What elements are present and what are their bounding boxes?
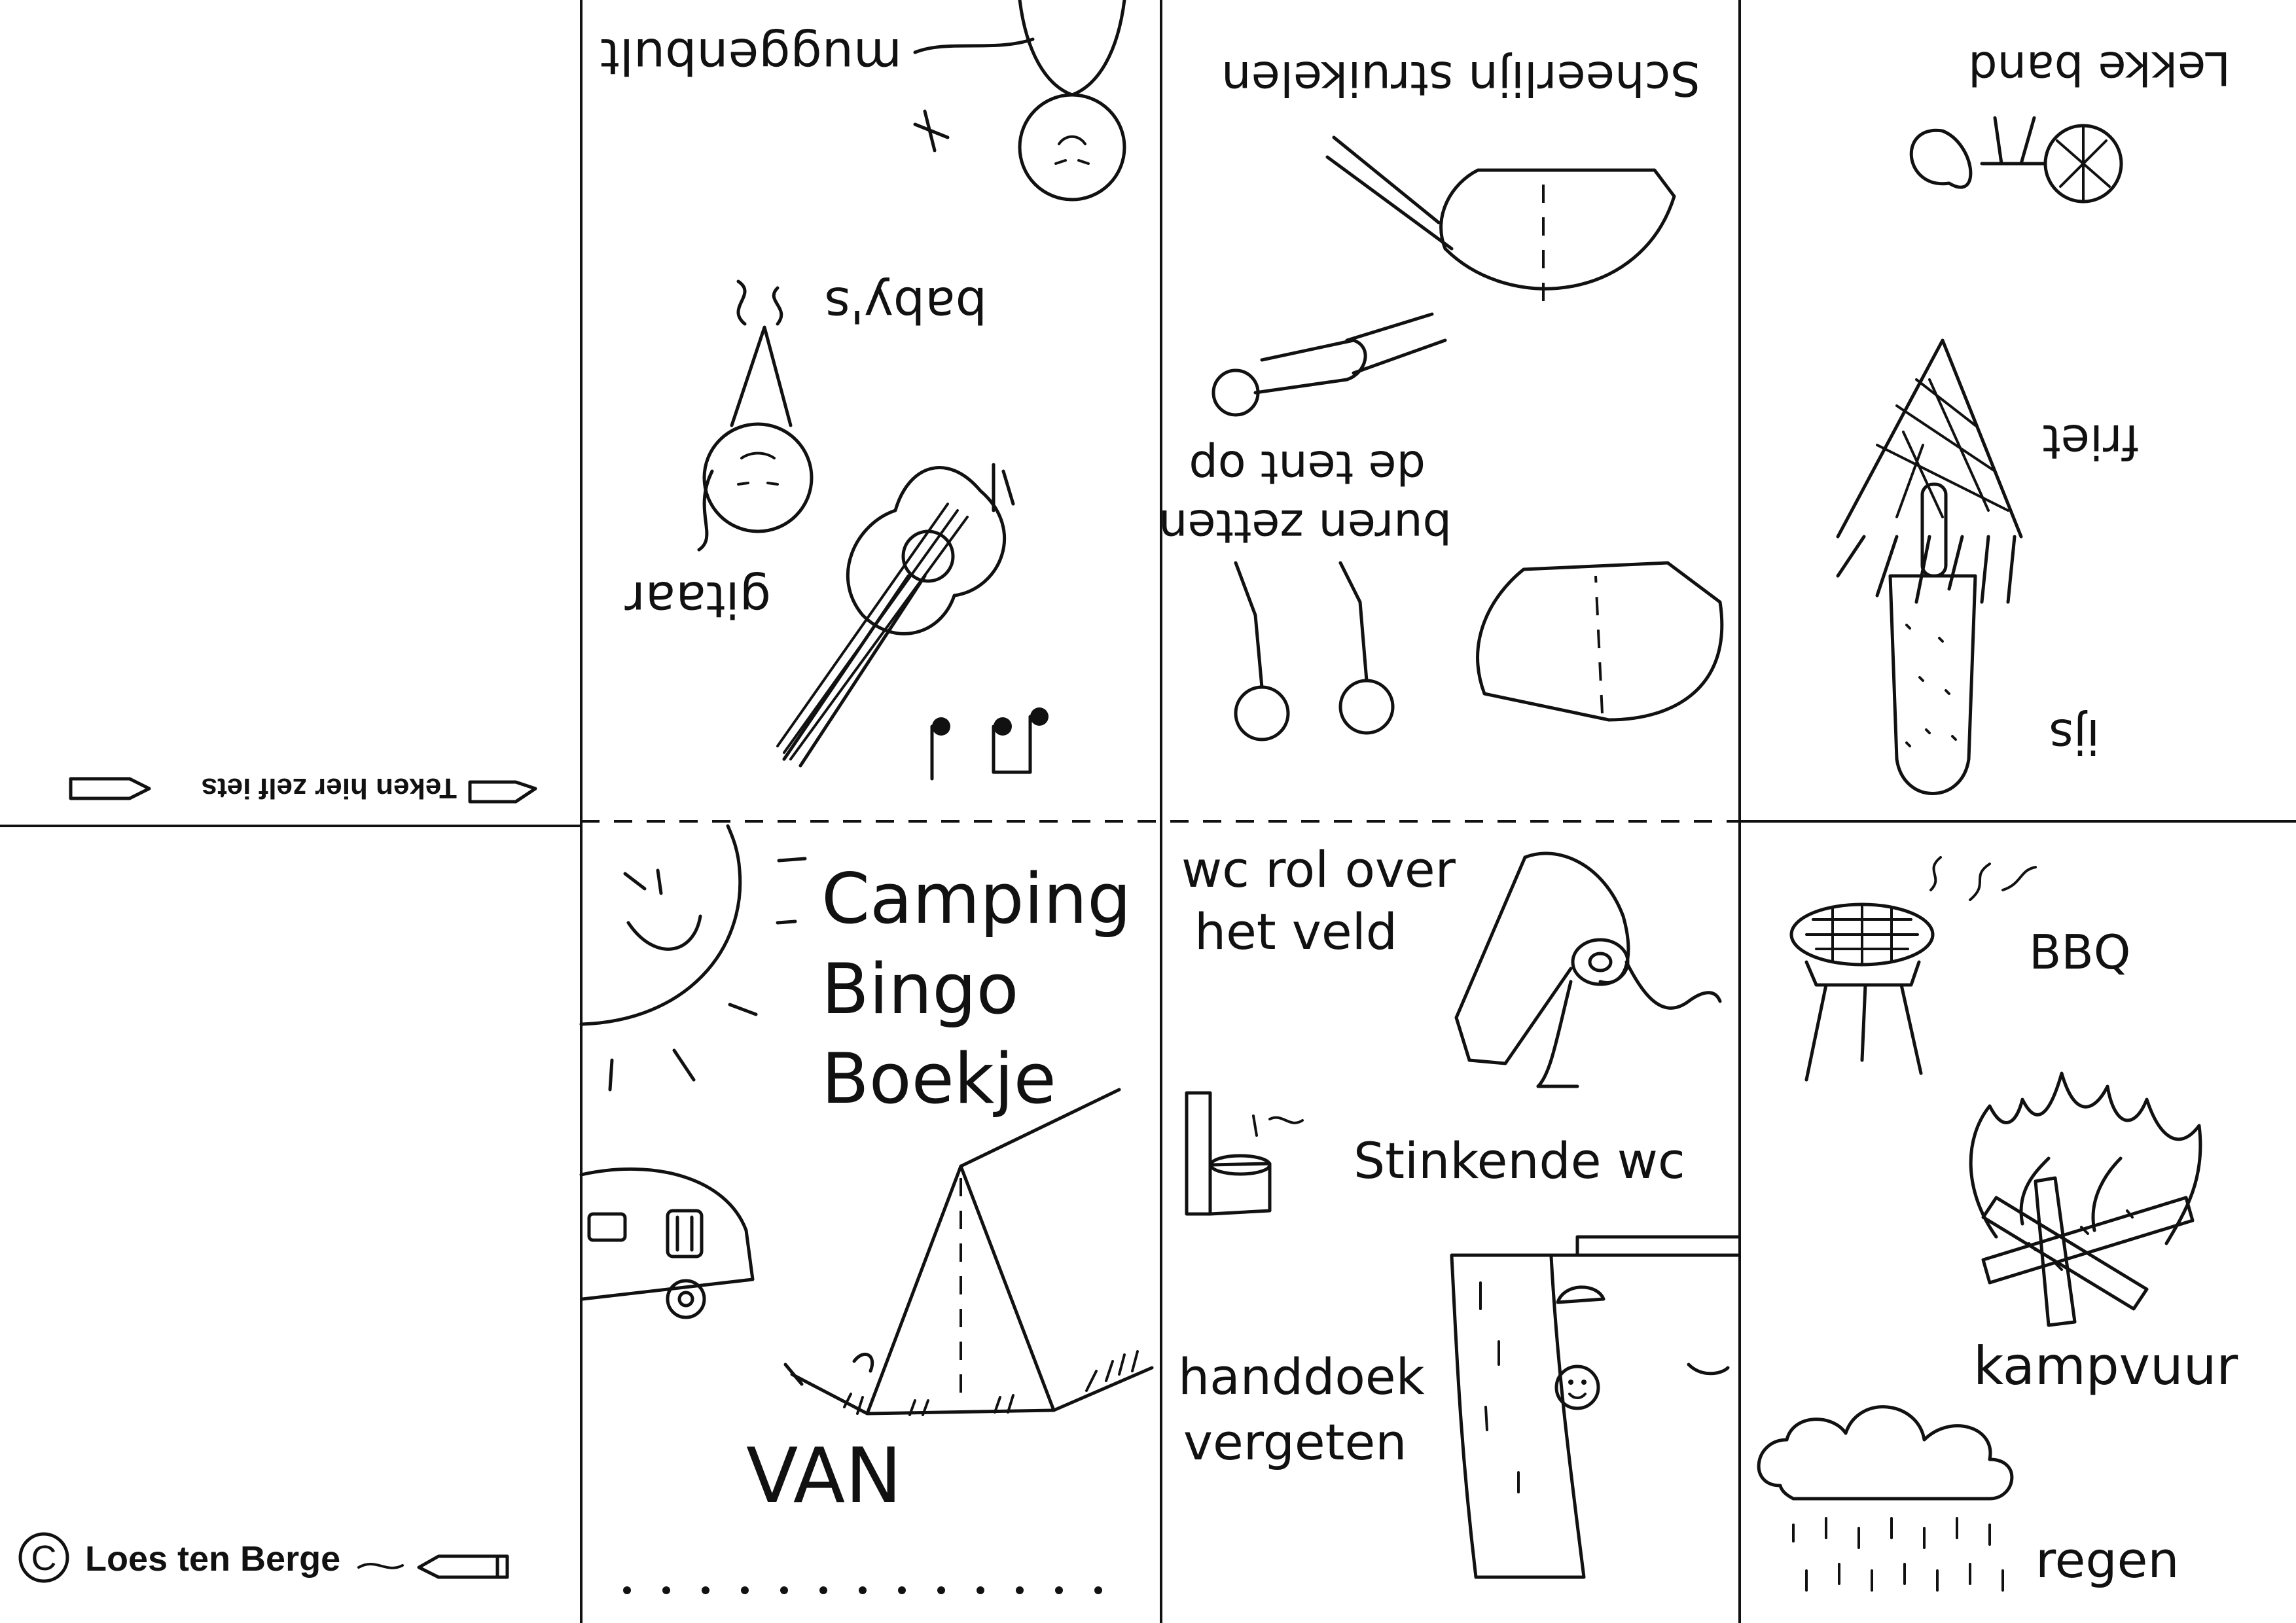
stinky-wc-label: Stinkende wc <box>1354 1132 1685 1190</box>
copyright-circle <box>18 1532 69 1583</box>
panel-rain: regen <box>1757 1405 2179 1592</box>
pencil-icon-left <box>69 777 151 800</box>
panel-towel: handdoek vergeten <box>1178 1235 1740 1579</box>
caravan-illustration <box>579 1167 755 1319</box>
panel-campfire: kampvuur <box>1969 1071 2238 1397</box>
cover-title-line-2: Bingo <box>821 949 1019 1029</box>
ice-cream-icon <box>1888 482 1977 795</box>
panel-fries: friet <box>1836 338 2139 604</box>
guitar-icon <box>776 463 1015 768</box>
from-label: VAN <box>746 1432 902 1520</box>
credit-name: Loes ten Berge <box>85 1539 340 1578</box>
panel-stinky-wc: Stinkende wc <box>1185 1091 1685 1216</box>
bbq-label: BBQ <box>2029 925 2130 980</box>
name-dotted-line <box>623 1586 1102 1594</box>
tent-trip-icon <box>1211 135 1676 417</box>
flipped-top-row: Teken hier zelf iets muggenbult baby's <box>69 0 2231 804</box>
flat-tire-label: Lekke band <box>1968 41 2231 95</box>
shower-curtain-icon <box>1450 1235 1740 1579</box>
toilet-icon <box>1185 1091 1304 1216</box>
wc-roll-label-2: het veld <box>1194 902 1397 961</box>
panel-guitar: gitaar <box>624 463 1049 781</box>
fries-label: friet <box>2043 414 2139 469</box>
panel-bbq: BBQ <box>1789 856 2130 1082</box>
ice-label: ijs <box>2049 709 2100 764</box>
mosquito-label: muggenbult <box>600 27 902 86</box>
cover-title-line-3: Boekje <box>821 1039 1056 1119</box>
music-notes-icon <box>930 707 1049 781</box>
towel-label-1: handdoek <box>1178 1347 1425 1406</box>
tent-illustration <box>783 1088 1154 1416</box>
bicycle-icon <box>1909 116 2123 204</box>
cover-panel: Camping Bingo Boekje VAN <box>579 824 1154 1594</box>
bbq-icon <box>1789 856 2037 1082</box>
panel-mosquito: muggenbult <box>600 0 1126 202</box>
neighbours-label-2: de tent op <box>1189 440 1426 494</box>
panel-ice: ijs <box>1888 482 2100 795</box>
babies-label: baby's <box>824 276 987 334</box>
neighbours-tent-icon <box>1234 561 1724 741</box>
panel-draw-yourself: Teken hier zelf iets <box>69 772 537 804</box>
pencil-icon <box>357 1554 509 1579</box>
guitar-label: gitaar <box>624 571 771 629</box>
baby-icon <box>697 279 814 552</box>
panel-flat-tire: Lekke band <box>1909 41 2231 204</box>
toilet-roll-icon <box>1454 851 1722 1088</box>
credit-area: C Loes ten Berge <box>18 1532 509 1583</box>
draw-prompt: Teken hier zelf iets <box>202 772 457 804</box>
towel-label-2: vergeten <box>1183 1413 1407 1471</box>
campfire-icon <box>1969 1071 2202 1327</box>
cover-title-line-1: Camping <box>821 859 1131 939</box>
panel-wc-roll: wc rol over het veld <box>1181 840 1722 1088</box>
rain-label: regen <box>2036 1531 2179 1589</box>
sun-illustration <box>579 824 807 1092</box>
tripping-label: Scheerlijn struikelen <box>1221 51 1700 106</box>
pencil-icon-right <box>468 780 537 804</box>
campfire-label: kampvuur <box>1973 1336 2238 1397</box>
panel-babies: baby's <box>697 276 987 552</box>
neighbours-label-1: buren zetten <box>1158 499 1452 553</box>
wc-roll-label-1: wc rol over <box>1181 840 1456 899</box>
mosquito-person-icon <box>913 0 1126 202</box>
copyright-symbol: C <box>31 1539 57 1578</box>
panel-tripping: Scheerlijn struikelen <box>1211 51 1700 417</box>
fries-icon <box>1836 338 2023 604</box>
panel-neighbours: buren zetten de tent op <box>1158 440 1724 741</box>
rain-cloud-icon <box>1757 1405 2014 1592</box>
